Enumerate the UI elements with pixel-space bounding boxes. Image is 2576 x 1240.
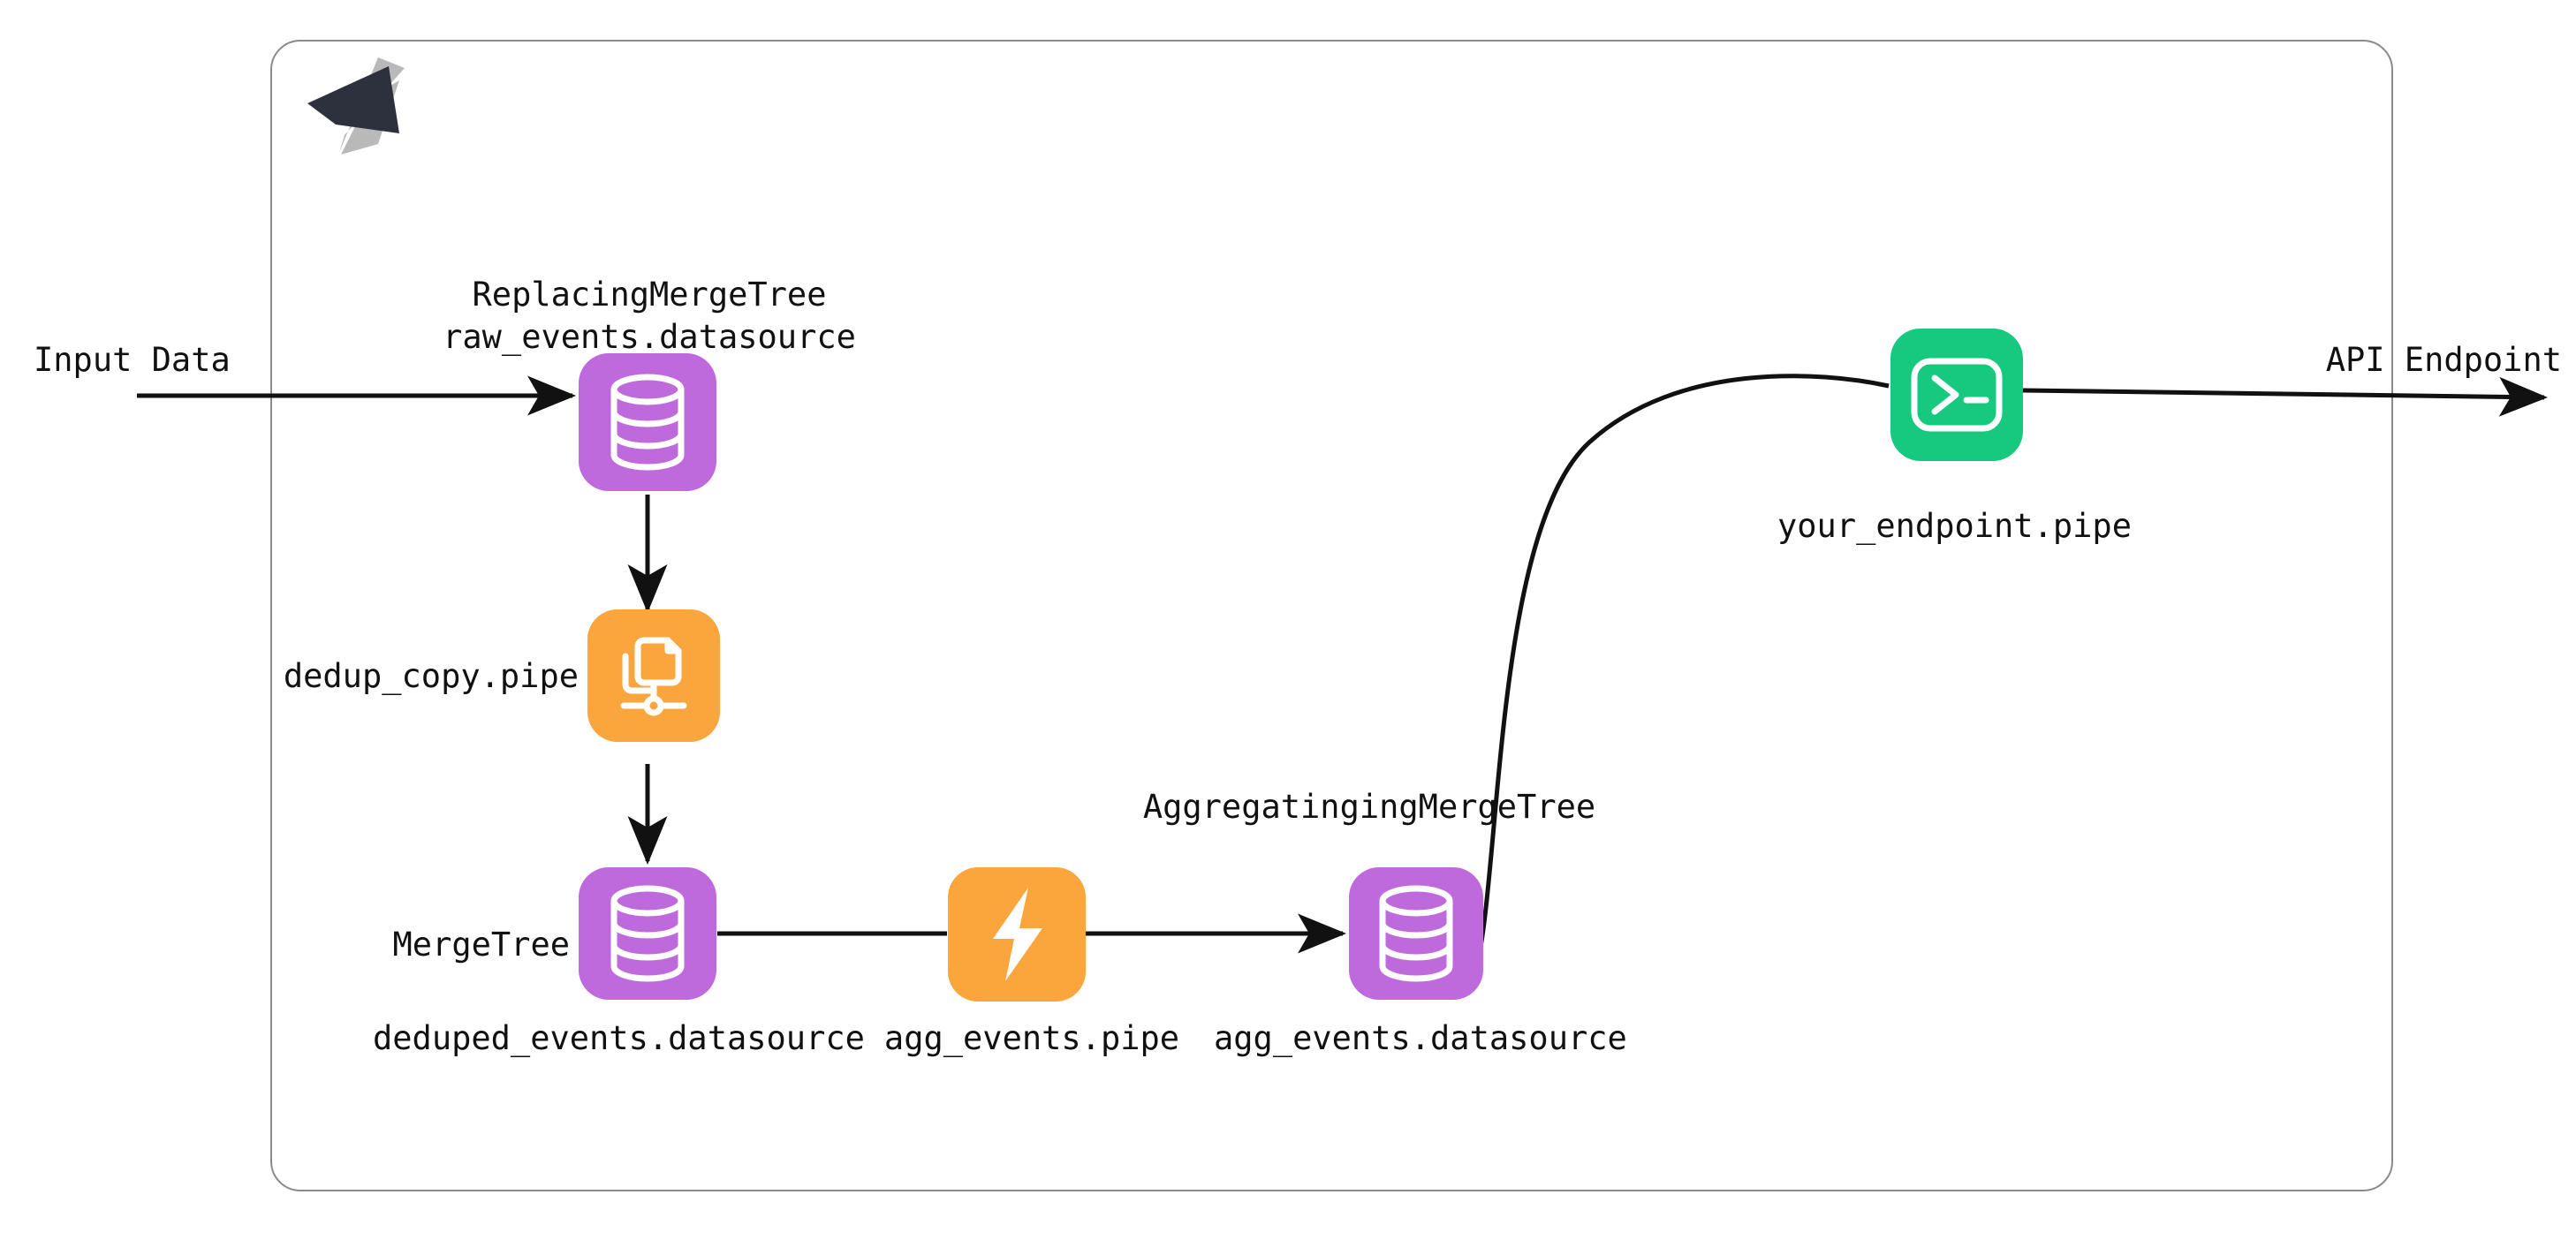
- label-your-endpoint-name: your_endpoint.pipe: [1777, 507, 2132, 545]
- node-agg-events-pipe[interactable]: [948, 867, 1086, 1002]
- node-raw-events-datasource[interactable]: [579, 353, 716, 491]
- copy-pipe-icon: [608, 630, 700, 722]
- database-icon: [602, 884, 693, 983]
- label-raw-events-name: raw_events.datasource: [443, 318, 856, 356]
- label-deduped-events-name: deduped_events.datasource: [373, 1019, 865, 1057]
- label-agg-events-ds-engine: AggregatingingMergeTree: [1142, 788, 1596, 826]
- node-dedup-copy-pipe[interactable]: [587, 609, 720, 742]
- label-raw-events-engine: ReplacingMergeTree: [472, 276, 827, 314]
- terminal-prompt-icon: [1910, 357, 2004, 433]
- label-dedup-copy-name: dedup_copy.pipe: [283, 657, 579, 695]
- node-your-endpoint-pipe[interactable]: [1890, 329, 2023, 461]
- label-agg-events-ds-name: agg_events.datasource: [1214, 1019, 1627, 1057]
- tinybird-bird-logo: [300, 49, 442, 190]
- node-deduped-events-datasource[interactable]: [579, 867, 716, 1000]
- lightning-bolt-icon: [982, 886, 1051, 983]
- database-icon: [1370, 884, 1462, 983]
- label-api-endpoint: API Endpoint: [2325, 341, 2562, 379]
- label-input-data: Input Data: [34, 341, 231, 379]
- database-icon: [602, 373, 693, 472]
- pipeline-container-frame: [270, 40, 2393, 1191]
- node-agg-events-datasource[interactable]: [1349, 867, 1483, 1000]
- label-deduped-events-engine: MergeTree: [392, 926, 570, 964]
- label-agg-events-pipe-name: agg_events.pipe: [883, 1019, 1180, 1057]
